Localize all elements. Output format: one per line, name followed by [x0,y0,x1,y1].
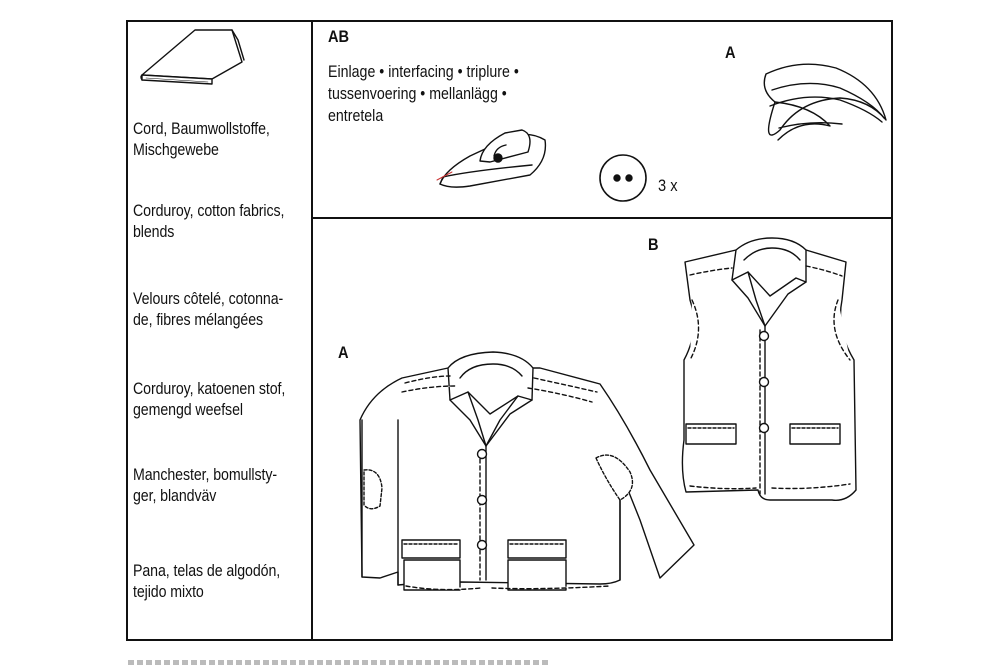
jacket-illustration [359,351,695,591]
iron-icon [436,129,547,188]
fabric-bolt-icon [140,29,245,85]
interfacing-text: Einlage • interfacing • triplure • tusse… [328,61,519,127]
interfacing-line-2: tussenvoering • mellanlägg • [328,85,507,103]
vest-view-label: B [648,235,659,254]
fabric-text-sv: Manchester, bomullsty- ger, blandväv [133,466,278,505]
pattern-envelope-frame [126,20,893,641]
button-icon [599,154,647,202]
jacket-view-label: A [338,343,349,362]
fabric-text-es: Pana, telas de algodón, tejido mixto [133,562,281,601]
fabric-text-en: Corduroy, cotton fabrics, blends [133,202,285,241]
interfacing-line-3: entretela [328,107,384,125]
fine-print-footnote [128,660,548,665]
button-quantity: 3 x [658,176,678,195]
fabric-text-fr: Velours côtelé, cotonna- de, fibres méla… [133,290,284,329]
interfacing-line-1: Einlage • interfacing • triplure • [328,63,519,81]
fabric-text-de: Cord, Baumwollstoffe, Mischgewebe [133,120,270,159]
notions-views-label: AB [328,27,350,46]
column-divider [311,20,313,641]
vest-illustration [681,237,857,501]
fabric-text-nl: Corduroy, katoenen stof, gemengd weefsel [133,380,286,419]
shoulder-pad-view-label: A [725,43,736,62]
row-divider [311,217,893,219]
shoulder-pad-icon [763,63,887,141]
